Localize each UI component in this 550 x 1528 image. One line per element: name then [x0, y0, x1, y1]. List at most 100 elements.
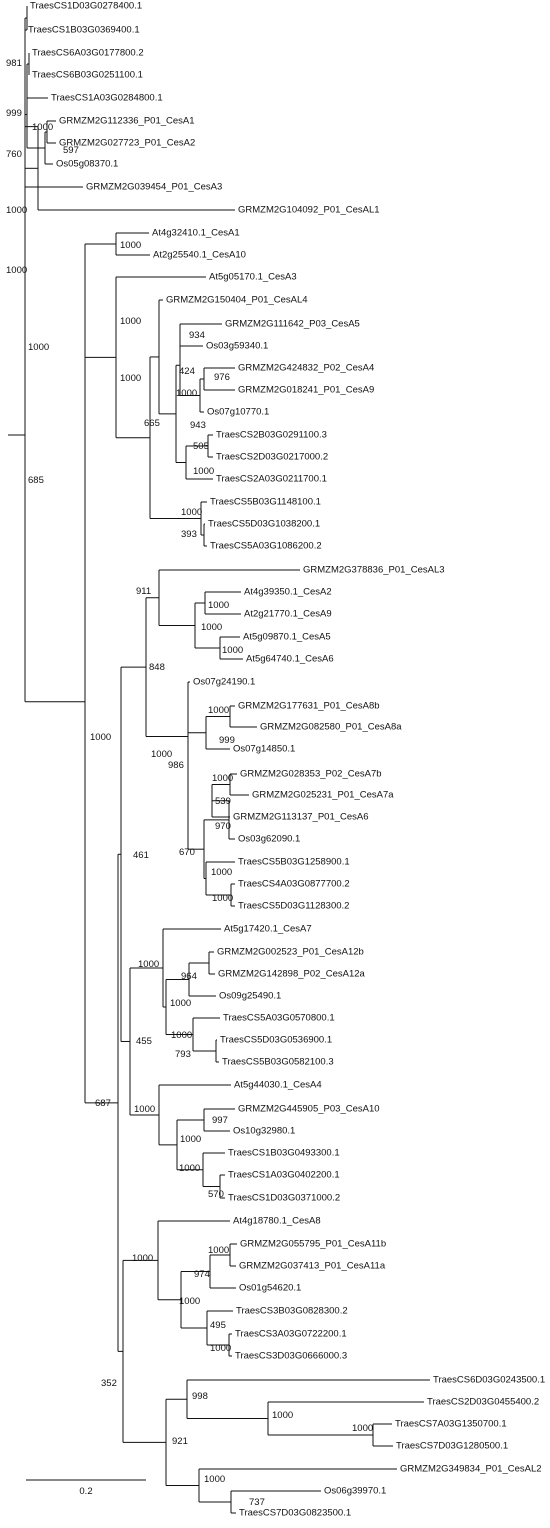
leaf-label: GRMZM2G039454_P01_CesA3 [86, 182, 222, 193]
bootstrap-value: 1000 [120, 316, 141, 327]
leaf-label: TraesCS6B03G0251100.1 [32, 70, 143, 81]
leaf-label: At5g05170.1_CesA3 [209, 272, 297, 283]
leaf-label: Os10g32980.1 [233, 1126, 295, 1137]
leaf-label: TraesCS5D03G0536900.1 [220, 1035, 332, 1046]
bootstrap-value: 393 [181, 529, 197, 540]
leaf-label: Os05g08370.1 [56, 159, 118, 170]
bootstrap-value: 1000 [179, 1163, 200, 1174]
leaf-label: GRMZM2G112336_P01_CesA1 [59, 116, 195, 127]
bootstrap-value: 1000 [193, 466, 214, 477]
tree-branches [8, 6, 430, 1514]
bootstrap-value: 793 [175, 1049, 191, 1060]
bootstrap-value: 670 [179, 847, 195, 858]
leaf-labels: TraesCS1D03G0278400.1TraesCS1B03G0369400… [28, 1, 545, 1519]
leaf-label: At4g32410.1_CesA1 [152, 228, 240, 239]
bootstrap-value: 1000 [210, 1343, 231, 1354]
bootstrap-value: 352 [101, 1378, 117, 1389]
leaf-label: TraesCS6A03G0177800.2 [32, 48, 144, 59]
bootstrap-value: 943 [190, 420, 206, 431]
bootstrap-value: 1000 [181, 507, 202, 518]
bootstrap-value: 1000 [179, 1296, 200, 1307]
bootstrap-value: 687 [95, 1098, 111, 1109]
leaf-label: TraesCS5B03G1258900.1 [238, 857, 350, 868]
bootstrap-value: 737 [249, 1497, 265, 1508]
bootstrap-value: 998 [192, 1391, 208, 1402]
leaf-label: Os03g59340.1 [206, 341, 268, 352]
leaf-label: TraesCS3B03G0828300.2 [236, 1306, 348, 1317]
bootstrap-value: 1000 [212, 773, 233, 784]
bootstrap-value: 455 [136, 1036, 152, 1047]
bootstrap-value: 1000 [90, 732, 111, 743]
scale-bar: 0.2 [26, 1479, 146, 1497]
bootstrap-value: 1000 [208, 600, 229, 611]
bootstrap-value: 848 [149, 662, 165, 673]
bootstrap-value: 1000 [120, 373, 141, 384]
bootstrap-value: 1000 [132, 1253, 153, 1264]
bootstrap-value: 1000 [6, 265, 27, 276]
bootstrap-value: 597 [63, 145, 79, 156]
leaf-label: GRMZM2G028353_P02_CesA7b [240, 769, 382, 780]
leaf-label: TraesCS1A03G0284800.1 [51, 93, 163, 104]
leaf-label: At2g21770.1_CesA9 [244, 609, 332, 620]
leaf-label: TraesCS1B03G0493300.1 [228, 1148, 340, 1159]
leaf-label: At5g09870.1_CesA5 [243, 632, 331, 643]
bootstrap-value: 1000 [211, 867, 232, 878]
bootstrap-value: 1000 [204, 1474, 225, 1485]
leaf-label: At5g17420.1_CesA7 [224, 924, 312, 935]
leaf-label: TraesCS2B03G0291100.3 [216, 430, 327, 441]
leaf-label: GRMZM2G037413_P01_CesA11a [239, 1261, 386, 1272]
bootstrap-value: 1000 [171, 1030, 192, 1041]
bootstrap-value: 539 [215, 796, 231, 807]
bootstrap-value: 760 [6, 149, 22, 160]
leaf-label: Os09g25490.1 [219, 991, 281, 1002]
bootstrap-value: 976 [214, 372, 230, 383]
leaf-label: GRMZM2G378836_P01_CesAL3 [303, 565, 445, 576]
bootstrap-value: 1000 [222, 645, 243, 656]
leaf-label: At5g64740.1_CesA6 [246, 654, 334, 665]
leaf-label: Os07g14850.1 [233, 744, 295, 755]
leaf-label: GRMZM2G027723_P01_CesA2 [59, 138, 195, 149]
leaf-label: TraesCS3A03G0722200.1 [235, 1329, 347, 1340]
scale-bar-label: 0.2 [79, 1486, 92, 1497]
bootstrap-value: 1000 [6, 205, 27, 216]
bootstrap-value: 974 [194, 1269, 210, 1280]
leaf-label: TraesCS5A03G1086200.2 [210, 541, 322, 552]
leaf-label: TraesCS1A03G0402200.1 [228, 1170, 340, 1181]
bootstrap-value: 1000 [352, 1423, 373, 1434]
bootstrap-value: 1000 [151, 749, 172, 760]
bootstrap-labels: 9819997601000597100010001000100010009344… [6, 58, 373, 1508]
bootstrap-value: 1000 [134, 1104, 155, 1115]
bootstrap-value: 1000 [28, 342, 49, 353]
bootstrap-value: 1000 [180, 1134, 201, 1145]
bootstrap-value: 505 [193, 441, 209, 452]
leaf-label: At4g18780.1_CesA8 [233, 1216, 321, 1227]
leaf-label: TraesCS5D03G1128300.2 [238, 901, 349, 912]
leaf-label: GRMZM2G424832_P02_CesA4 [238, 363, 374, 374]
leaf-label: GRMZM2G111642_P03_CesA5 [225, 319, 360, 330]
leaf-label: TraesCS2A03G0211700.1 [216, 474, 327, 485]
leaf-label: Os07g24190.1 [193, 677, 255, 688]
leaf-label: TraesCS1B03G0369400.1 [28, 25, 140, 36]
bootstrap-value: 1000 [32, 122, 53, 133]
bootstrap-value: 1000 [138, 959, 159, 970]
bootstrap-value: 665 [144, 418, 160, 429]
leaf-label: GRMZM2G104092_P01_CesAL1 [238, 205, 380, 216]
bootstrap-value: 495 [210, 1320, 226, 1331]
bootstrap-value: 921 [172, 1436, 188, 1447]
bootstrap-value: 461 [133, 850, 149, 861]
leaf-label: GRMZM2G113137_P01_CesA6 [233, 812, 369, 823]
leaf-label: TraesCS1D03G0278400.1 [30, 1, 142, 12]
leaf-label: TraesCS3D03G0666000.3 [235, 1351, 347, 1362]
leaf-label: TraesCS7D03G1280500.1 [396, 1441, 508, 1452]
leaf-label: TraesCS5B03G0582100.3 [222, 1057, 334, 1068]
bootstrap-value: 570 [208, 1189, 224, 1200]
leaf-label: At2g25540.1_CesA10 [153, 250, 246, 261]
leaf-label: TraesCS5D03G1038200.1 [208, 519, 320, 530]
leaf-label: TraesCS7D03G0823500.1 [239, 1508, 351, 1519]
bootstrap-value: 1000 [208, 1245, 229, 1256]
bootstrap-value: 424 [179, 366, 195, 377]
bootstrap-value: 964 [181, 971, 197, 982]
bootstrap-value: 970 [215, 821, 231, 832]
bootstrap-value: 911 [136, 586, 151, 597]
